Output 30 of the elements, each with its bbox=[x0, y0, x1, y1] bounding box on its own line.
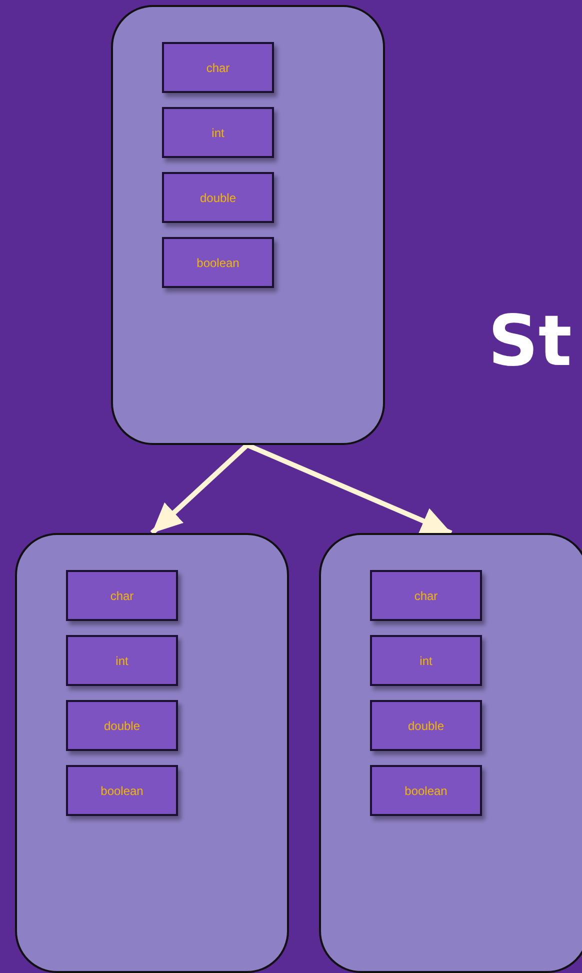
type-box bbox=[370, 700, 482, 751]
container-box bbox=[319, 533, 582, 973]
type-box bbox=[66, 635, 178, 686]
type-box bbox=[162, 237, 274, 288]
arrow bbox=[150, 443, 249, 535]
type-name: char bbox=[206, 60, 230, 74]
type-box bbox=[162, 172, 274, 223]
type-name: boolean bbox=[100, 784, 144, 798]
heading-text: St bbox=[488, 306, 572, 376]
type-box bbox=[66, 765, 178, 816]
type-box bbox=[370, 635, 482, 686]
container-box bbox=[111, 5, 385, 445]
type-name: double bbox=[200, 190, 236, 204]
type-name: int bbox=[116, 654, 128, 668]
type-name: double bbox=[408, 718, 444, 732]
type-name: double bbox=[104, 718, 140, 732]
type-name: char bbox=[110, 588, 134, 602]
type-box bbox=[66, 700, 178, 751]
type-box bbox=[370, 570, 482, 621]
type-name: int bbox=[420, 654, 432, 668]
container-box bbox=[15, 533, 289, 973]
type-name: boolean bbox=[196, 256, 240, 270]
type-name: boolean bbox=[404, 784, 448, 798]
type-box bbox=[66, 570, 178, 621]
type-box bbox=[162, 107, 274, 158]
type-name: char bbox=[414, 588, 438, 602]
type-box bbox=[162, 42, 274, 93]
type-name: int bbox=[212, 126, 224, 140]
type-box bbox=[370, 765, 482, 816]
arrow bbox=[246, 442, 452, 536]
